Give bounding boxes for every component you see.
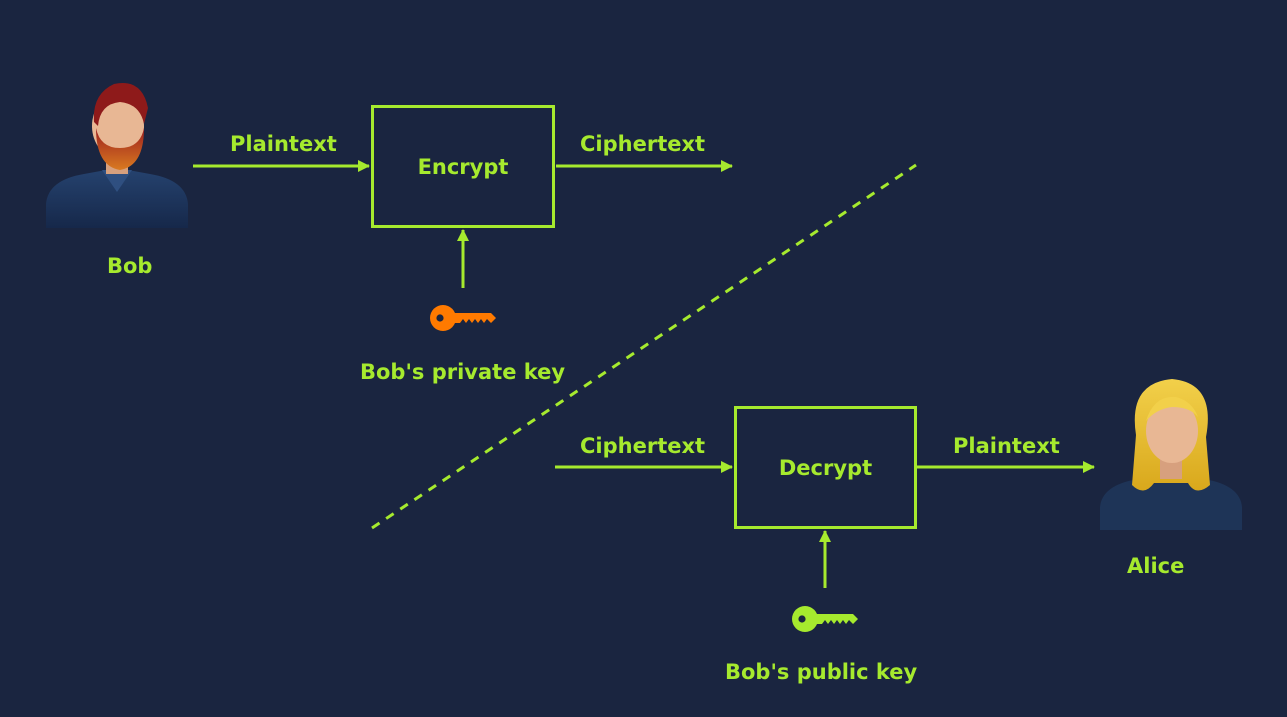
public-key-icon <box>792 606 858 632</box>
sender-name: Bob <box>107 254 153 278</box>
decrypt-input-label: Ciphertext <box>580 434 706 458</box>
man-bearded-avatar-icon <box>46 83 188 228</box>
decrypt-box: Decrypt <box>734 406 917 529</box>
encrypt-input-label: Plaintext <box>230 132 337 156</box>
encrypt-label: Encrypt <box>417 154 509 179</box>
recipient-name: Alice <box>1127 554 1185 578</box>
decrypt-label: Decrypt <box>778 455 873 480</box>
dashed-divider <box>371 163 917 530</box>
encrypt-output-label: Ciphertext <box>580 132 706 156</box>
decrypt-output-label: Plaintext <box>953 434 1060 458</box>
private-key-label: Bob's private key <box>360 360 566 384</box>
public-key-label: Bob's public key <box>725 660 918 684</box>
private-key-icon <box>430 305 496 331</box>
encrypt-box: Encrypt <box>371 105 555 228</box>
woman-blonde-avatar-icon <box>1100 379 1242 530</box>
